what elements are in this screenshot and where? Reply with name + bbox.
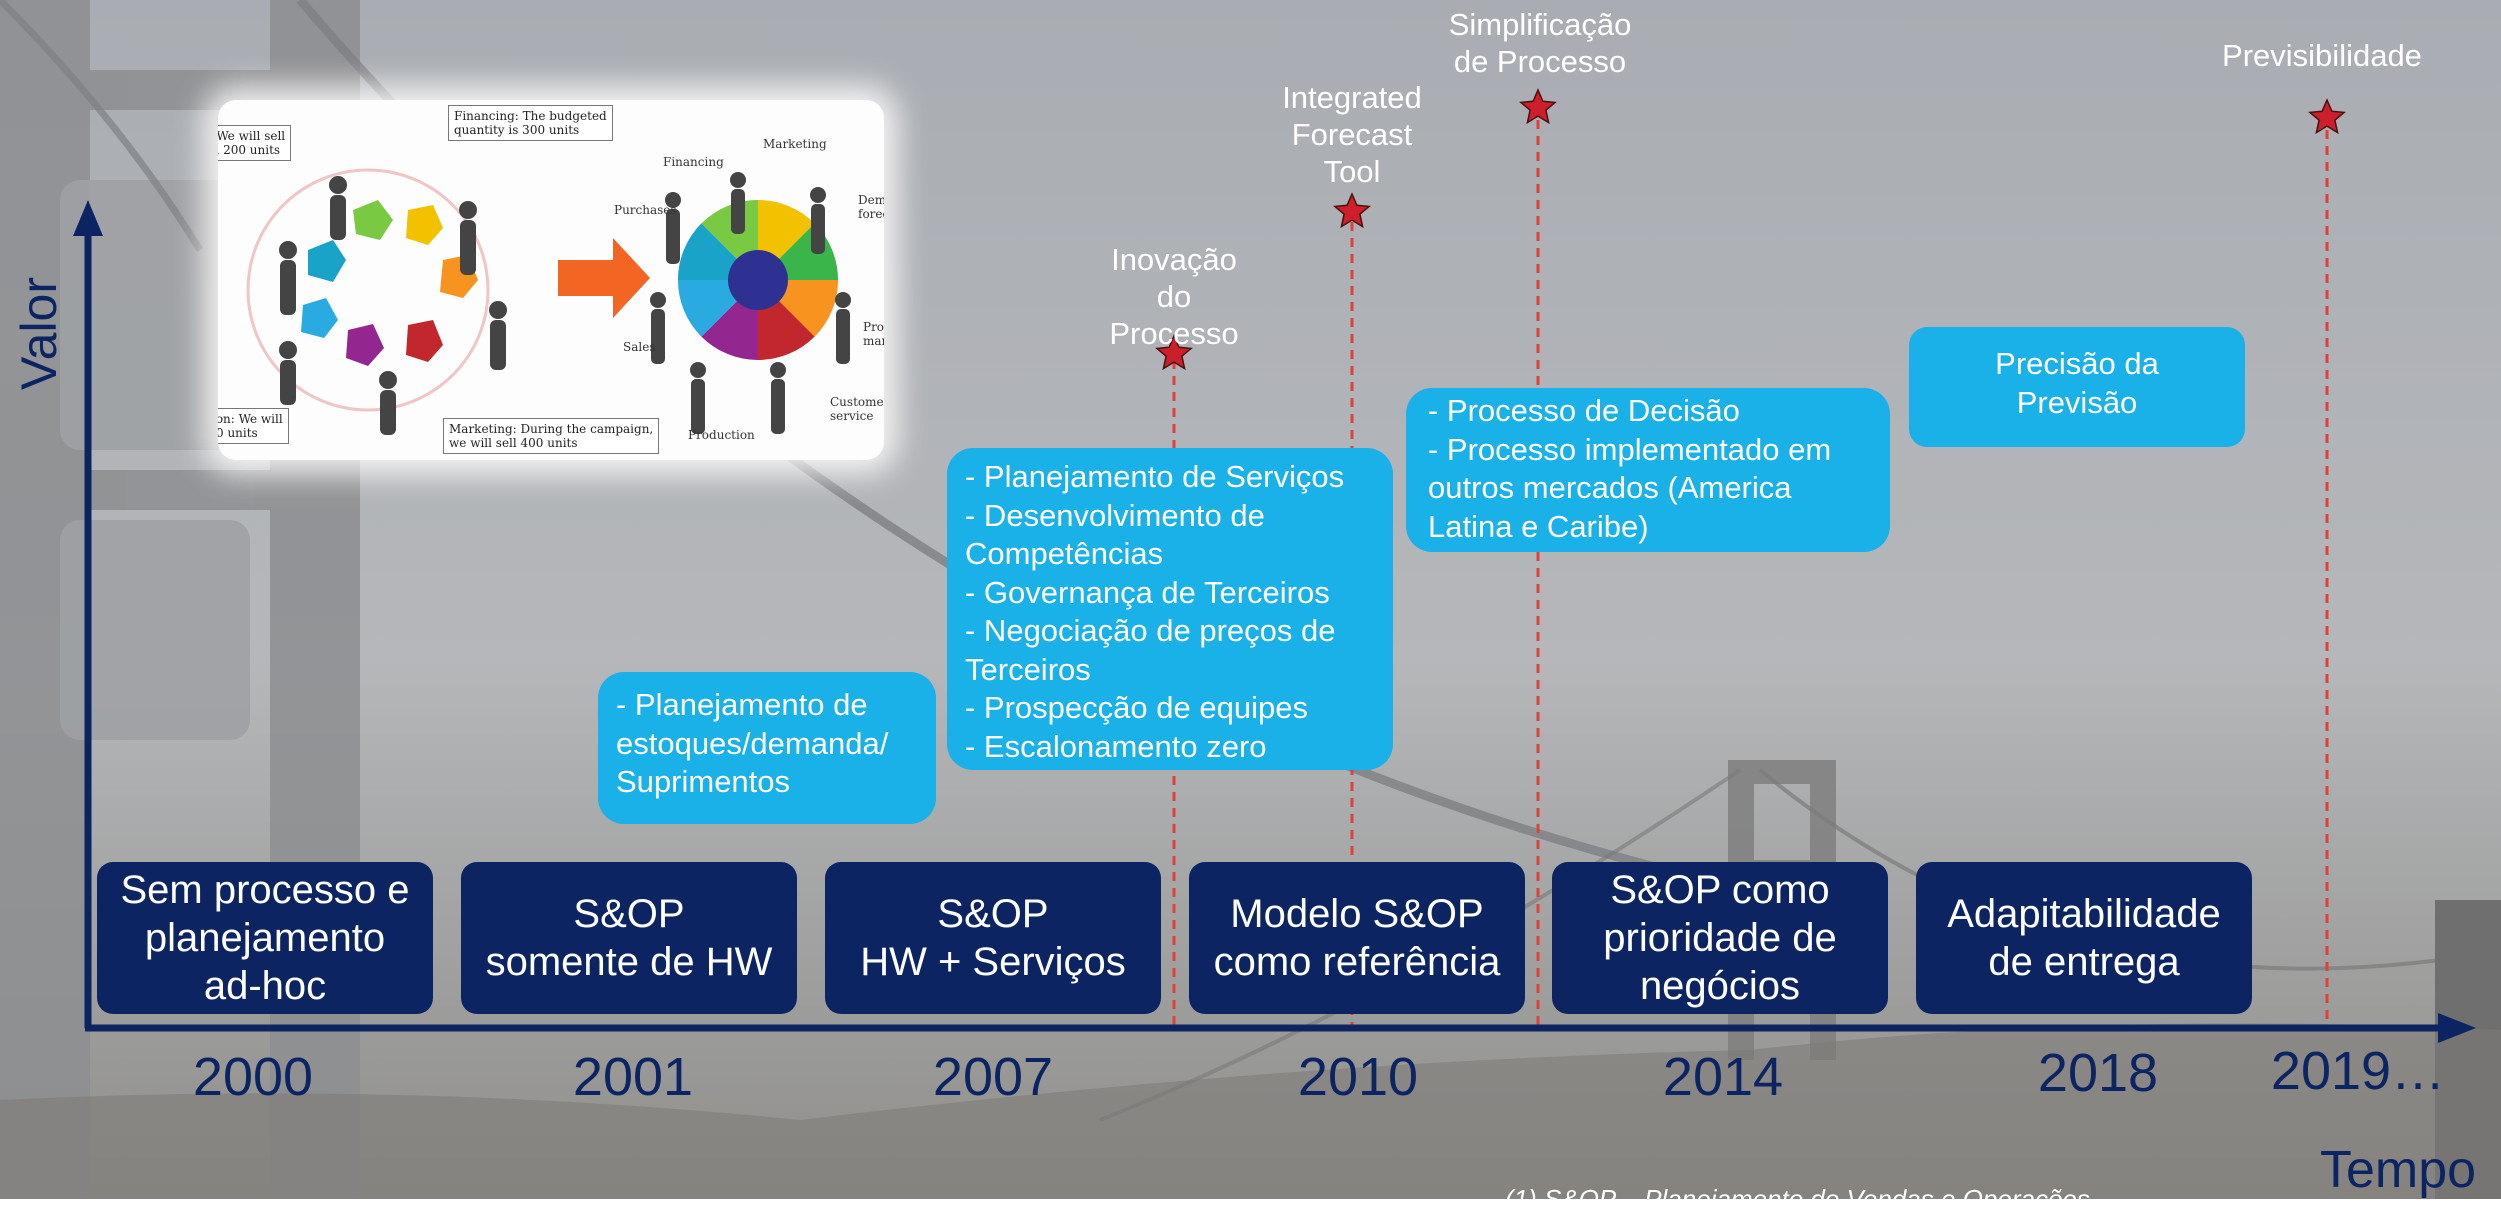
predictability-star-icon [2308,98,2346,135]
phase-2007: S&OP HW + Serviços [825,862,1161,1014]
milestone-forecast-tool: Integrated Forecast Tool [1282,80,1422,189]
year-2007: 2007 [932,1047,1054,1107]
phase-2010: Modelo S&OP como referência [1189,862,1525,1014]
year-2019: 2019… [2270,1041,2446,1101]
decision-process-box: - Processo de Decisão - Processo impleme… [1406,388,1890,552]
label-production: Production [688,428,755,442]
phase-2018: Adapitabilidade de entrega [1916,862,2252,1014]
year-2001: 2001 [572,1047,694,1107]
label-product-management: Product management [863,320,884,348]
label-financing: Financing [663,155,724,169]
y-axis-arrow-icon [73,200,103,236]
milestone-simplification: Simplificação de Processo [1448,7,1632,79]
phase-2014: S&OP como prioridade de negócios [1552,862,1888,1014]
y-axis-label: Valor [11,276,67,390]
year-2014: 2014 [1662,1047,1784,1107]
phase-2000: Sem processo e planejamento ad-hoc [97,862,433,1014]
marketing-bubble: Marketing: During the campaign, we will … [443,418,660,454]
label-sales: Sales [623,340,656,354]
forecast-tool-star-icon [1333,192,1371,229]
services-box: - Planejamento de Serviços - Desenvolvim… [947,448,1393,770]
phase-2001: S&OP somente de HW [461,862,797,1014]
x-axis-arrow-icon [2438,1013,2476,1043]
production-bubble: Production: We will make 150 units [218,408,289,444]
label-marketing: Marketing [763,137,827,151]
milestone-predictability: Previsibilidade [2222,38,2422,73]
simplification-star-icon [1519,88,1557,125]
year-2018: 2018 [2037,1043,2159,1103]
innovation-star-icon [1155,334,1193,371]
milestone-innovation: Inovação do Processo [1109,242,1239,351]
label-demand-forecasting: Demand forecasting [858,193,884,221]
sop-illustration: Sales: We will sell around 200 units Fin… [218,100,884,460]
x-axis-label: Tempo [2320,1141,2477,1199]
footnote: (1) S&OP – Planejamento de Vendas e Oper… [1505,1184,2090,1214]
year-2000: 2000 [192,1047,314,1107]
stock-planning-box: - Planejamento de estoques/demanda/ Supr… [598,672,936,824]
label-purchases: Purchases [614,203,677,217]
illustration-graphic [246,168,851,435]
financing-bubble: Financing: The budgeted quantity is 300 … [448,105,613,141]
sales-bubble: Sales: We will sell around 200 units [218,125,292,161]
transition-arrow-icon [558,238,650,318]
forecast-precision-box: Precisão da Previsão [1909,327,2245,447]
label-customer-service: Customer service [830,395,884,423]
year-2010: 2010 [1297,1047,1419,1107]
